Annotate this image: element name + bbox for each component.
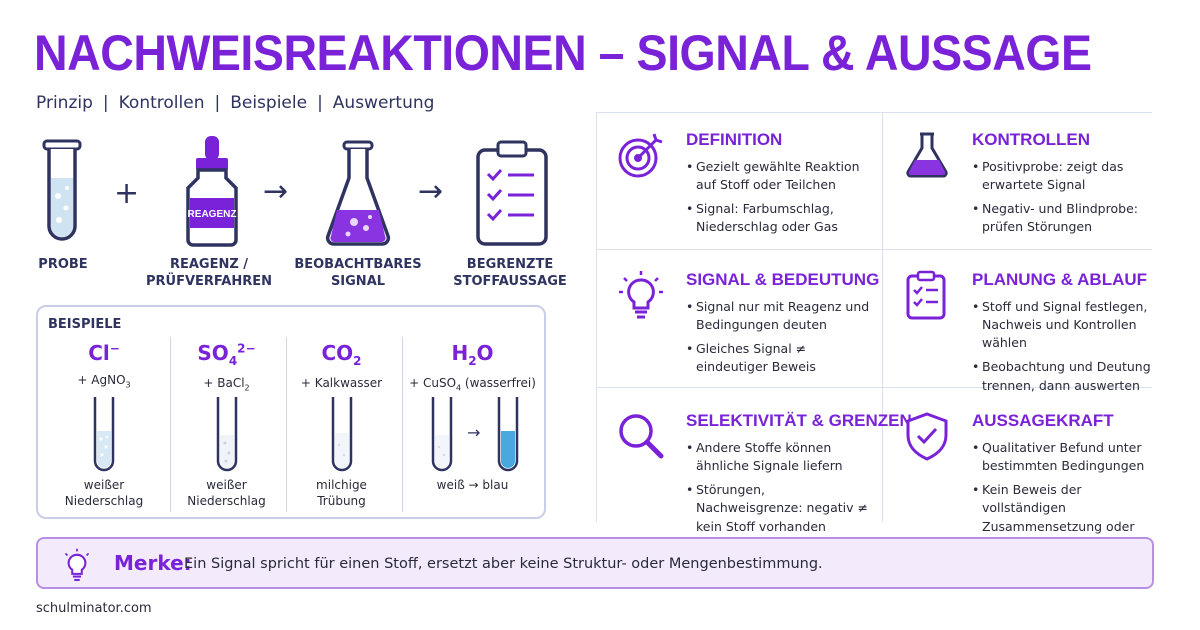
info-card-grid: DEFINITION Gezielt gewählte Reaktion auf… — [596, 112, 1152, 552]
clipboard-icon — [906, 270, 946, 320]
test-tube-icon — [431, 397, 453, 472]
example-reagent: + AgNO3 — [77, 373, 131, 390]
card-aussagekraft: AUSSAGEKRAFT Qualitativer Befund unter b… — [882, 393, 1162, 552]
lightbulb-icon — [64, 548, 90, 581]
example-reagent: + BaCl2 — [203, 376, 250, 393]
lightbulb-icon — [619, 271, 663, 319]
subtitle-item: Beispiele — [230, 93, 308, 113]
example-reagent: + CuSO4 (wasserfrei) — [409, 376, 536, 393]
list-item: Positivprobe: zeigt das erwartete Signal — [972, 158, 1157, 194]
card-bullets: Gezielt gewählte Reaktion auf Stoff oder… — [686, 158, 871, 243]
example-result: weiß → blau — [436, 478, 509, 492]
card-title: KONTROLLEN — [972, 130, 1091, 149]
list-item: Gleiches Signal ≠ eindeutiger Beweis — [686, 340, 871, 376]
card-bullets: Andere Stoffe können ähnliche Signale li… — [686, 439, 871, 542]
arrow-operator: → — [418, 174, 444, 209]
flow-label-probe: PROBE — [38, 257, 88, 272]
arrow-operator: → — [263, 174, 289, 209]
grid-divider — [596, 112, 597, 522]
merke-label: Merke: — [114, 551, 192, 575]
subtitle-item: Auswertung — [332, 93, 435, 113]
list-item: Stoff und Signal festlegen, Nachweis und… — [972, 298, 1162, 352]
list-item: Gezielt gewählte Reaktion auf Stoff oder… — [686, 158, 871, 194]
plus-operator: + — [114, 176, 140, 211]
checklist-clipboard-icon — [476, 140, 548, 246]
list-item: Signal: Farbumschlag, Niederschlag oder … — [686, 200, 871, 236]
subtitle-separator: | — [317, 93, 323, 113]
test-tube-icon — [497, 397, 519, 472]
card-title: SIGNAL & BEDEUTUNG — [686, 270, 880, 289]
grid-divider — [596, 387, 1152, 388]
test-tube-icon — [331, 397, 353, 472]
examples-heading: BEISPIELE — [48, 317, 122, 332]
target-icon — [618, 133, 663, 178]
card-title: DEFINITION — [686, 130, 783, 149]
example-ion: SO42− — [197, 341, 256, 368]
card-bullets: Stoff und Signal festlegen, Nachweis und… — [972, 298, 1162, 401]
page-title: NACHWEISREAKTIONEN – SIGNAL & AUSSAGE — [34, 25, 1092, 81]
grid-divider — [596, 249, 1152, 250]
magnifier-icon — [619, 414, 664, 459]
merke-box: Merke: Ein Signal spricht für einen Stof… — [36, 537, 1154, 589]
subtitle-separator: | — [214, 93, 221, 113]
subtitle-nav: Prinzip | Kontrollen | Beispiele | Auswertung — [36, 93, 434, 113]
example-ion: H2O — [451, 341, 494, 368]
test-tube-icon — [93, 397, 115, 472]
list-item: Störungen, Nachweisgrenze: negativ ≠ kei… — [686, 481, 871, 535]
card-planung-ablauf: PLANUNG & ABLAUF Stoff und Signal festle… — [882, 252, 1160, 393]
flow-label-signal: BEOBACHTBARES SIGNAL — [294, 257, 422, 289]
flask-icon — [906, 132, 948, 178]
card-selektivitaet-grenzen: SELEKTIVITÄT & GRENZEN Andere Stoffe kön… — [596, 393, 912, 534]
card-bullets: Positivprobe: zeigt das erwartete Signal… — [972, 158, 1157, 243]
bottle-label: REAGENZ — [188, 209, 237, 220]
flow-label-stoffaussage: BEGRENZTE STOFFAUSSAGE — [453, 257, 567, 289]
test-tube-icon — [216, 397, 238, 472]
list-item: Signal nur mit Reagenz und Bedingungen d… — [686, 298, 871, 334]
example-water: H2O + CuSO4 (wasserfrei) → weiß → blau — [402, 337, 542, 512]
card-definition: DEFINITION Gezielt gewählte Reaktion auf… — [596, 112, 874, 249]
footer-source: schulminator.com — [36, 601, 152, 616]
merke-text: Ein Signal spricht für einen Stoff, erse… — [184, 556, 823, 572]
test-tube-icon — [42, 139, 82, 241]
card-bullets: Signal nur mit Reagenz und Bedingungen d… — [686, 298, 871, 383]
list-item: Andere Stoffe können ähnliche Signale li… — [686, 439, 871, 475]
flow-label-reagenz: REAGENZ / PRÜFVERFAHREN — [145, 257, 273, 289]
card-signal-bedeutung: SIGNAL & BEDEUTUNG Signal nur mit Reagen… — [596, 252, 879, 389]
card-kontrollen: KONTROLLEN Positivprobe: zeigt das erwar… — [882, 112, 1160, 249]
example-reagent: + Kalkwasser — [300, 376, 383, 390]
erlenmeyer-flask-icon — [325, 140, 391, 246]
example-ion: Cl− — [88, 341, 120, 365]
list-item: Qualitativer Befund unter bestimmten Bed… — [972, 439, 1162, 475]
subtitle-item: Kontrollen — [118, 93, 205, 113]
grid-divider — [596, 112, 1152, 113]
subtitle-item: Prinzip — [36, 93, 93, 113]
arrow-icon: → — [467, 423, 481, 442]
example-ion: CO2 — [321, 341, 362, 368]
card-title: AUSSAGEKRAFT — [972, 411, 1114, 430]
grid-divider — [882, 112, 883, 522]
dropper-bottle-icon: REAGENZ — [186, 136, 238, 247]
subtitle-separator: | — [102, 93, 109, 113]
card-title: PLANUNG & ABLAUF — [972, 270, 1148, 289]
shield-check-icon — [906, 412, 948, 461]
list-item: Beobachtung und Deutung trennen, dann au… — [972, 358, 1162, 394]
card-title: SELEKTIVITÄT & GRENZEN — [686, 411, 912, 430]
list-item: Negativ- und Blindprobe: prüfen Störunge… — [972, 200, 1157, 236]
